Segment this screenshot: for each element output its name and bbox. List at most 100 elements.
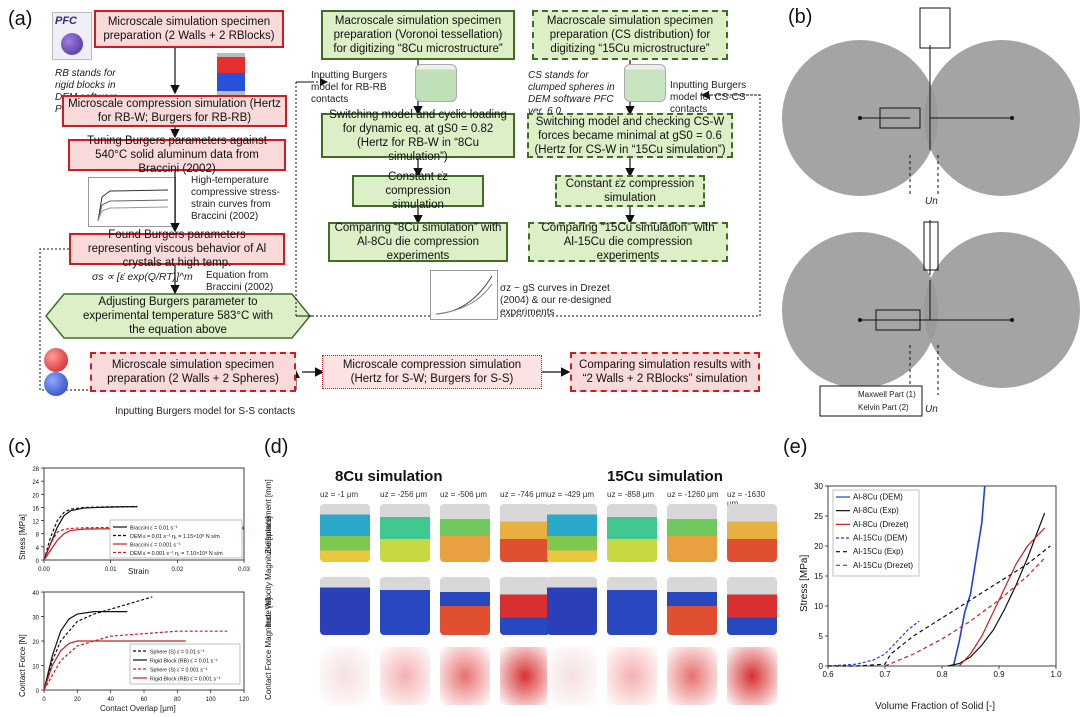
c-top-legend-box — [109, 519, 243, 559]
contact-model-diagram — [782, 7, 1080, 417]
simulation-snapshot — [547, 577, 597, 635]
c-bottom-xtick-label: 80 — [174, 697, 181, 703]
c-top-ytick-label: 8 — [36, 533, 40, 539]
c-bottom-legend-box — [129, 643, 241, 685]
input-rbrb-note: Inputting Burgers model for RB-RB contac… — [311, 70, 388, 105]
e-legend-label: Al-8Cu (Exp) — [853, 506, 899, 515]
c-bottom-xtick-label: 40 — [107, 697, 114, 703]
title-8cu: 8Cu simulation — [335, 468, 443, 485]
c-top-series-1 — [43, 505, 138, 561]
c-bottom-legend-label: Sphere (S) ε̇ = 0.01 s⁻¹ — [150, 650, 205, 656]
curves-note: High-temperature compressive stress-stra… — [191, 175, 280, 222]
equation-note: Equation from Braccini (2002) — [206, 270, 274, 293]
panel-b: (b) Maxwell Par — [780, 0, 1090, 425]
e-ytick-label: 15 — [814, 572, 823, 581]
box-bottom-prep: Microscale simulation specimen preparati… — [90, 352, 296, 392]
panel-e-label: (e) — [783, 436, 808, 458]
c-bottom-legend-label: Sphere (S) ε̇ = 0.001 s⁻¹ — [150, 668, 208, 674]
panel-a: (a) PFC RB stands for rigid blocks in DE… — [0, 0, 770, 425]
u-15cu-label: uz = -1630 μm — [727, 490, 766, 508]
c-bottom-ytick-label: 40 — [32, 591, 39, 597]
sphere-cluster-icon — [61, 33, 83, 55]
e-series-2 — [958, 527, 1046, 667]
e-series-0 — [952, 485, 986, 667]
c-bottom-ylabel: Contact Force [N] — [18, 634, 27, 697]
e-legend-label: Al-15Cu (DEM) — [853, 534, 908, 543]
e-xtick-label: 1.0 — [1050, 670, 1062, 679]
c-top-xtick-label: 0.03 — [238, 567, 250, 573]
legend-kelvin: Kelvin Part (2) — [858, 403, 909, 412]
e-ytick-label: 10 — [814, 602, 823, 611]
simulation-snapshot — [500, 504, 550, 562]
drezet-curves-thumbnail — [430, 270, 498, 320]
simulation-snapshot — [440, 504, 490, 562]
box-compare-15cu: Comparing “15Cu simulation” with Al-15Cu… — [528, 222, 728, 262]
box-switch-8cu: Switching model and cyclic loading for d… — [321, 109, 515, 163]
simulation-snapshot — [727, 577, 777, 635]
simulation-snapshot — [727, 504, 777, 562]
u-bottom-label: Un — [925, 404, 938, 415]
box-micro-comp: Microscale compression simulation (Hertz… — [62, 95, 287, 127]
c-bottom-xtick-label: 60 — [141, 697, 148, 703]
e-ytick-label: 30 — [814, 482, 823, 491]
u-8cu-label: uz = -506 μm — [440, 490, 488, 499]
specimen-15cu-icon — [624, 64, 666, 102]
simulation-snapshot — [380, 504, 430, 562]
braccini-equation: σs ∝ [ε̇ exp(Q/RT)]^m — [92, 271, 193, 283]
c-top-ylabel: Stress [MPa] — [18, 514, 27, 560]
c-top-ytick-label: 20 — [32, 493, 39, 499]
u-8cu-label: uz = -746 μm — [500, 490, 548, 499]
e-xlabel: Volume Fraction of Solid [-] — [875, 701, 996, 712]
u-top-label: Un — [925, 196, 938, 207]
c-top-ytick-label: 0 — [36, 559, 40, 565]
c-bottom-series-1 — [43, 611, 128, 691]
c-bottom-xtick-label: 100 — [206, 697, 217, 703]
c-top-ytick-label: 28 — [32, 467, 39, 473]
simulation-snapshot — [380, 577, 430, 635]
c-top-legend-label: DEM ε̇ = 0.01 s⁻¹ η₁ = 1.15×10⁸ N s/m — [130, 534, 220, 540]
cs-note: CS stands for clumped spheres in DEM sof… — [528, 70, 615, 117]
c-bottom-legend-label: Rigid Block (RB) ε̇ = 0.001 s⁻¹ — [150, 677, 221, 683]
braccini-curves-thumbnail — [88, 177, 176, 227]
e-series-4 — [828, 545, 1051, 667]
box-bottom-compare: Comparing simulation results with “2 Wal… — [570, 352, 760, 392]
e-ylabel: Stress [MPa] — [799, 554, 810, 612]
d-row3-label: Contact Force Magnitude [N] — [264, 597, 273, 700]
e-series-3 — [827, 620, 920, 667]
two-spheres-icon — [44, 348, 70, 396]
panel-d-label: (d) — [264, 436, 289, 458]
e-ytick-label: 0 — [819, 662, 824, 671]
e-legend-box — [832, 489, 920, 577]
box-const-8cu: Constant ε̇z compression simulation — [352, 171, 484, 211]
c-top-ytick-label: 4 — [36, 546, 40, 552]
box-found: Found Burgers parameters representing vi… — [69, 229, 285, 269]
u-8cu-label: uz = -256 μm — [380, 490, 428, 499]
c-bottom-xtick-label: 0 — [42, 697, 46, 703]
e-xtick-label: 0.7 — [879, 670, 891, 679]
c-top-xlabel: Strain — [128, 567, 149, 576]
c-top-xtick-label: 0.01 — [105, 567, 117, 573]
hex-adjust: Adjusting Burgers parameter to experimen… — [83, 296, 273, 336]
simulation-snapshot — [607, 577, 657, 635]
e-ytick-label: 5 — [819, 632, 824, 641]
simulation-snapshot — [440, 647, 490, 705]
c-top-legend-label: Braccini ε̇ = 0.01 s⁻¹ — [130, 526, 178, 532]
box-compare-8cu: Comparing “8Cu simulation” with Al-8Cu d… — [328, 222, 508, 262]
simulation-snapshot — [547, 504, 597, 562]
simulation-snapshot — [380, 647, 430, 705]
box-bottom-comp: Microscale compression simulation (Hertz… — [322, 355, 542, 389]
simulation-snapshot — [500, 577, 550, 635]
u-15cu-label: uz = -1260 μm — [667, 490, 719, 499]
title-15cu: 15Cu simulation — [607, 468, 723, 485]
simulation-snapshot — [607, 504, 657, 562]
e-series-5 — [884, 557, 1046, 667]
input-ss-note: Inputting Burgers model for S-S contacts — [115, 406, 296, 417]
simulation-snapshot — [667, 504, 717, 562]
pfc-logo: PFC — [52, 12, 92, 60]
c-bottom-xtick-label: 120 — [239, 697, 250, 703]
simulation-snapshot — [320, 504, 370, 562]
drezet-note: σz − gS curves in Drezet (2004) & our re… — [500, 283, 612, 318]
c-bottom-ytick-label: 0 — [36, 689, 40, 695]
